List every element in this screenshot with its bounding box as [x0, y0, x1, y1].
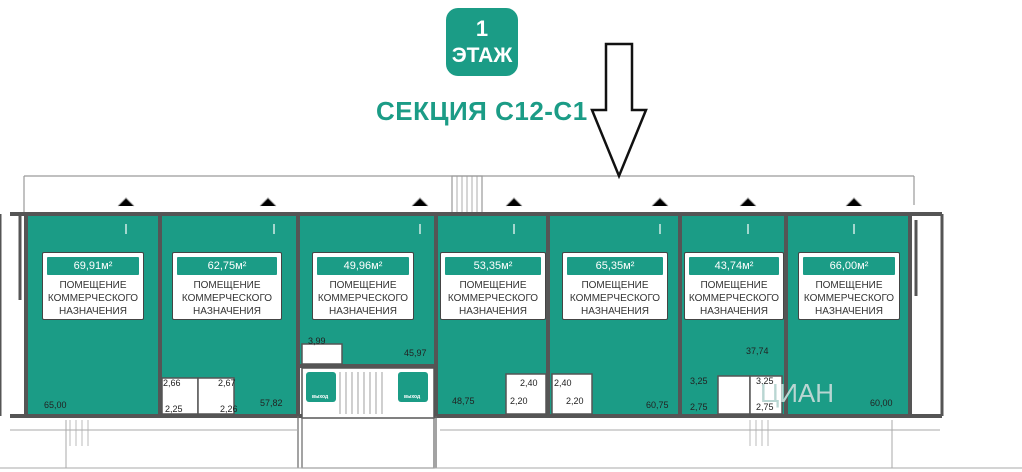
- unit-area: 62,75м²: [177, 257, 277, 275]
- dim-label: 65,00: [44, 400, 67, 410]
- unit-area: 69,91м²: [47, 257, 139, 275]
- unit-area: 66,00м²: [803, 257, 895, 275]
- exit-sign-text: выход: [404, 394, 421, 400]
- dim-label: 3,25: [690, 376, 708, 386]
- unit-card-5[interactable]: 65,35м² ПОМЕЩЕНИЕ КОММЕРЧЕСКОГО НАЗНАЧЕН…: [562, 252, 668, 320]
- unit-card-1[interactable]: 69,91м² ПОМЕЩЕНИЕ КОММЕРЧЕСКОГО НАЗНАЧЕН…: [42, 252, 144, 320]
- exit-sign-left: выход: [306, 372, 336, 402]
- dim-label: 60,75: [646, 400, 669, 410]
- door-arrow-outlines: [117, 197, 863, 207]
- dim-label: 37,74: [746, 346, 769, 356]
- bottom-entrance: [297, 416, 437, 469]
- unit-desc: ПОМЕЩЕНИЕ КОММЕРЧЕСКОГО НАЗНАЧЕНИЯ: [569, 280, 661, 317]
- stair-steps: [339, 372, 383, 414]
- unit-desc: ПОМЕЩЕНИЕ КОММЕРЧЕСКОГО НАЗНАЧЕНИЯ: [47, 280, 139, 317]
- terrace-lines: [0, 420, 1022, 469]
- unit-card-7[interactable]: 66,00м² ПОМЕЩЕНИЕ КОММЕРЧЕСКОГО НАЗНАЧЕН…: [798, 252, 900, 320]
- dim-label: 45,97: [404, 348, 427, 358]
- dim-label: 60,00: [870, 398, 893, 408]
- unit-card-3[interactable]: 49,96м² ПОМЕЩЕНИЕ КОММЕРЧЕСКОГО НАЗНАЧЕН…: [312, 252, 414, 320]
- stair-lines-top: [456, 176, 478, 214]
- dim-label: 2,75: [756, 402, 774, 412]
- exit-sign-text: выход: [312, 394, 329, 400]
- unit-desc: ПОМЕЩЕНИЕ КОММЕРЧЕСКОГО НАЗНАЧЕНИЯ: [688, 280, 780, 317]
- floor-badge: 1 ЭТАЖ: [446, 8, 518, 76]
- unit-desc: ПОМЕЩЕНИЕ КОММЕРЧЕСКОГО НАЗНАЧЕНИЯ: [181, 280, 273, 317]
- dim-label: 48,75: [452, 396, 475, 406]
- walls: [10, 212, 942, 418]
- dim-label: 2,40: [520, 378, 538, 388]
- floor-label: ЭТАЖ: [451, 44, 513, 67]
- dim-label: 2,20: [566, 396, 584, 406]
- terrace-stairs: [69, 420, 769, 446]
- dim-label: 57,82: [260, 398, 283, 408]
- dim-label: 3,25: [756, 376, 774, 386]
- unit-card-6[interactable]: 43,74м² ПОМЕЩЕНИЕ КОММЕРЧЕСКОГО НАЗНАЧЕН…: [684, 252, 784, 320]
- unit-desc: ПОМЕЩЕНИЕ КОММЕРЧЕСКОГО НАЗНАЧЕНИЯ: [317, 280, 409, 317]
- building-outline: [23, 175, 915, 215]
- unit-area: 49,96м²: [317, 257, 409, 275]
- unit-area: 53,35м²: [445, 257, 541, 275]
- dim-label: 3,99: [308, 336, 326, 346]
- dim-label: 2,66: [163, 378, 181, 388]
- watermark: ЦИАН: [760, 378, 835, 408]
- unit-desc: ПОМЕЩЕНИЕ КОММЕРЧЕСКОГО НАЗНАЧЕНИЯ: [803, 280, 895, 317]
- unit-area: 43,74м²: [689, 257, 779, 275]
- dim-label: 2,40: [554, 378, 572, 388]
- wc-rooms: [161, 343, 783, 415]
- section-title: СЕКЦИЯ С12-С1: [376, 96, 588, 126]
- unit-card-2[interactable]: 62,75м² ПОМЕЩЕНИЕ КОММЕРЧЕСКОГО НАЗНАЧЕН…: [172, 252, 282, 320]
- unit-desc: ПОМЕЩЕНИЕ КОММЕРЧЕСКОГО НАЗНАЧЕНИЯ: [447, 280, 539, 317]
- dim-label: 2,67: [218, 378, 236, 388]
- side-walls: [0, 214, 944, 416]
- dim-label: 2,26: [220, 404, 238, 414]
- unit-area: 65,35м²: [567, 257, 663, 275]
- dim-label: 2,20: [510, 396, 528, 406]
- dim-label: 2,25: [165, 404, 183, 414]
- floor-number: 1: [475, 16, 489, 41]
- dim-label: 2,75: [690, 402, 708, 412]
- entrance-arrow-icon: [590, 42, 648, 180]
- exit-sign-right: выход: [398, 372, 428, 402]
- unit-card-4[interactable]: 53,35м² ПОМЕЩЕНИЕ КОММЕРЧЕСКОГО НАЗНАЧЕН…: [440, 252, 546, 320]
